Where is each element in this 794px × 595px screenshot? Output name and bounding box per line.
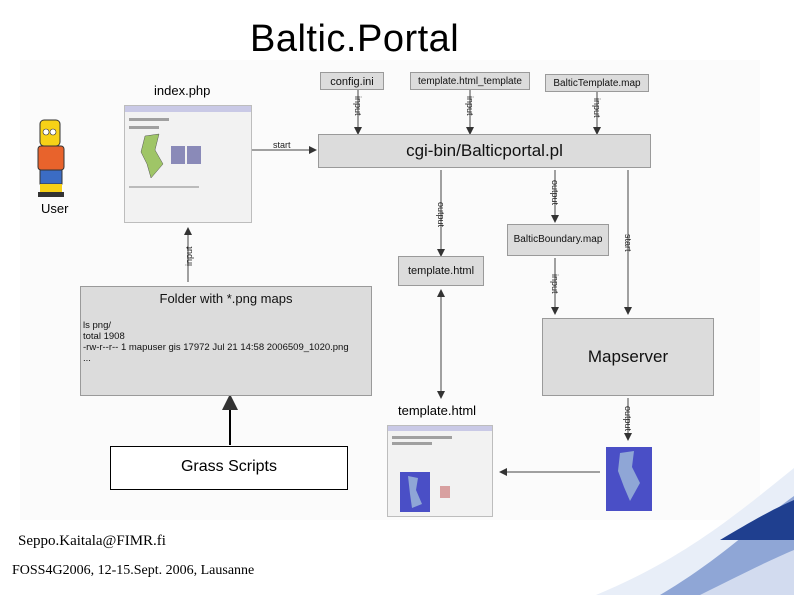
user-icon bbox=[37, 119, 65, 197]
grass-scripts-box: Grass Scripts bbox=[110, 446, 348, 490]
author-email: Seppo.Kaitala@FIMR.fi bbox=[18, 533, 166, 549]
template-html-template-label: template.html_template bbox=[418, 76, 522, 87]
page-title: Baltic.Portal bbox=[250, 18, 460, 60]
template-output-screenshot bbox=[387, 425, 493, 517]
baltic-template-map-label: BalticTemplate.map bbox=[553, 78, 641, 89]
cgi-bin-script-box: cgi-bin/Balticportal.pl bbox=[318, 134, 651, 168]
mapserver-box: Mapserver bbox=[542, 318, 714, 396]
png-folder-box: Folder with *.png maps ls png/ total 190… bbox=[80, 286, 372, 396]
index-php-label: index.php bbox=[154, 83, 211, 98]
folder-line: ... bbox=[83, 353, 91, 364]
template-html-box-label: template.html bbox=[407, 265, 475, 277]
index-php-screenshot bbox=[124, 105, 252, 223]
baltic-boundary-map-label: BalticBoundary.map bbox=[513, 234, 603, 245]
event-caption: FOSS4G2006, 12-15.Sept. 2006, Lausanne bbox=[12, 563, 255, 578]
config-ini-label: config.ini bbox=[330, 76, 374, 88]
folder-line: total 1908 bbox=[83, 331, 125, 342]
map-output-thumbnail bbox=[606, 447, 652, 511]
folder-line: ls png/ bbox=[83, 320, 111, 331]
edge-label-start: start bbox=[273, 140, 291, 150]
baltic-boundary-map-box: BalticBoundary.map bbox=[507, 224, 609, 256]
template-html-box: template.html bbox=[398, 256, 484, 286]
folder-line: -rw-r--r-- 1 mapuser gis 17972 Jul 21 14… bbox=[83, 342, 349, 353]
grass-scripts-label: Grass Scripts bbox=[180, 458, 277, 475]
png-folder-listing: ls png/ total 1908 -rw-r--r-- 1 mapuser … bbox=[81, 320, 371, 364]
template-output-label: template.html bbox=[398, 403, 477, 418]
template-html-template-box: template.html_template bbox=[410, 72, 530, 90]
user-figure bbox=[34, 118, 68, 198]
baltic-template-map-box: BalticTemplate.map bbox=[545, 74, 649, 92]
mapserver-label: Mapserver bbox=[587, 347, 669, 366]
cgi-bin-script-label: cgi-bin/Balticportal.pl bbox=[406, 141, 563, 160]
config-ini-box: config.ini bbox=[320, 72, 384, 90]
user-label: User bbox=[41, 201, 69, 216]
png-folder-title: Folder with *.png maps bbox=[159, 291, 293, 306]
